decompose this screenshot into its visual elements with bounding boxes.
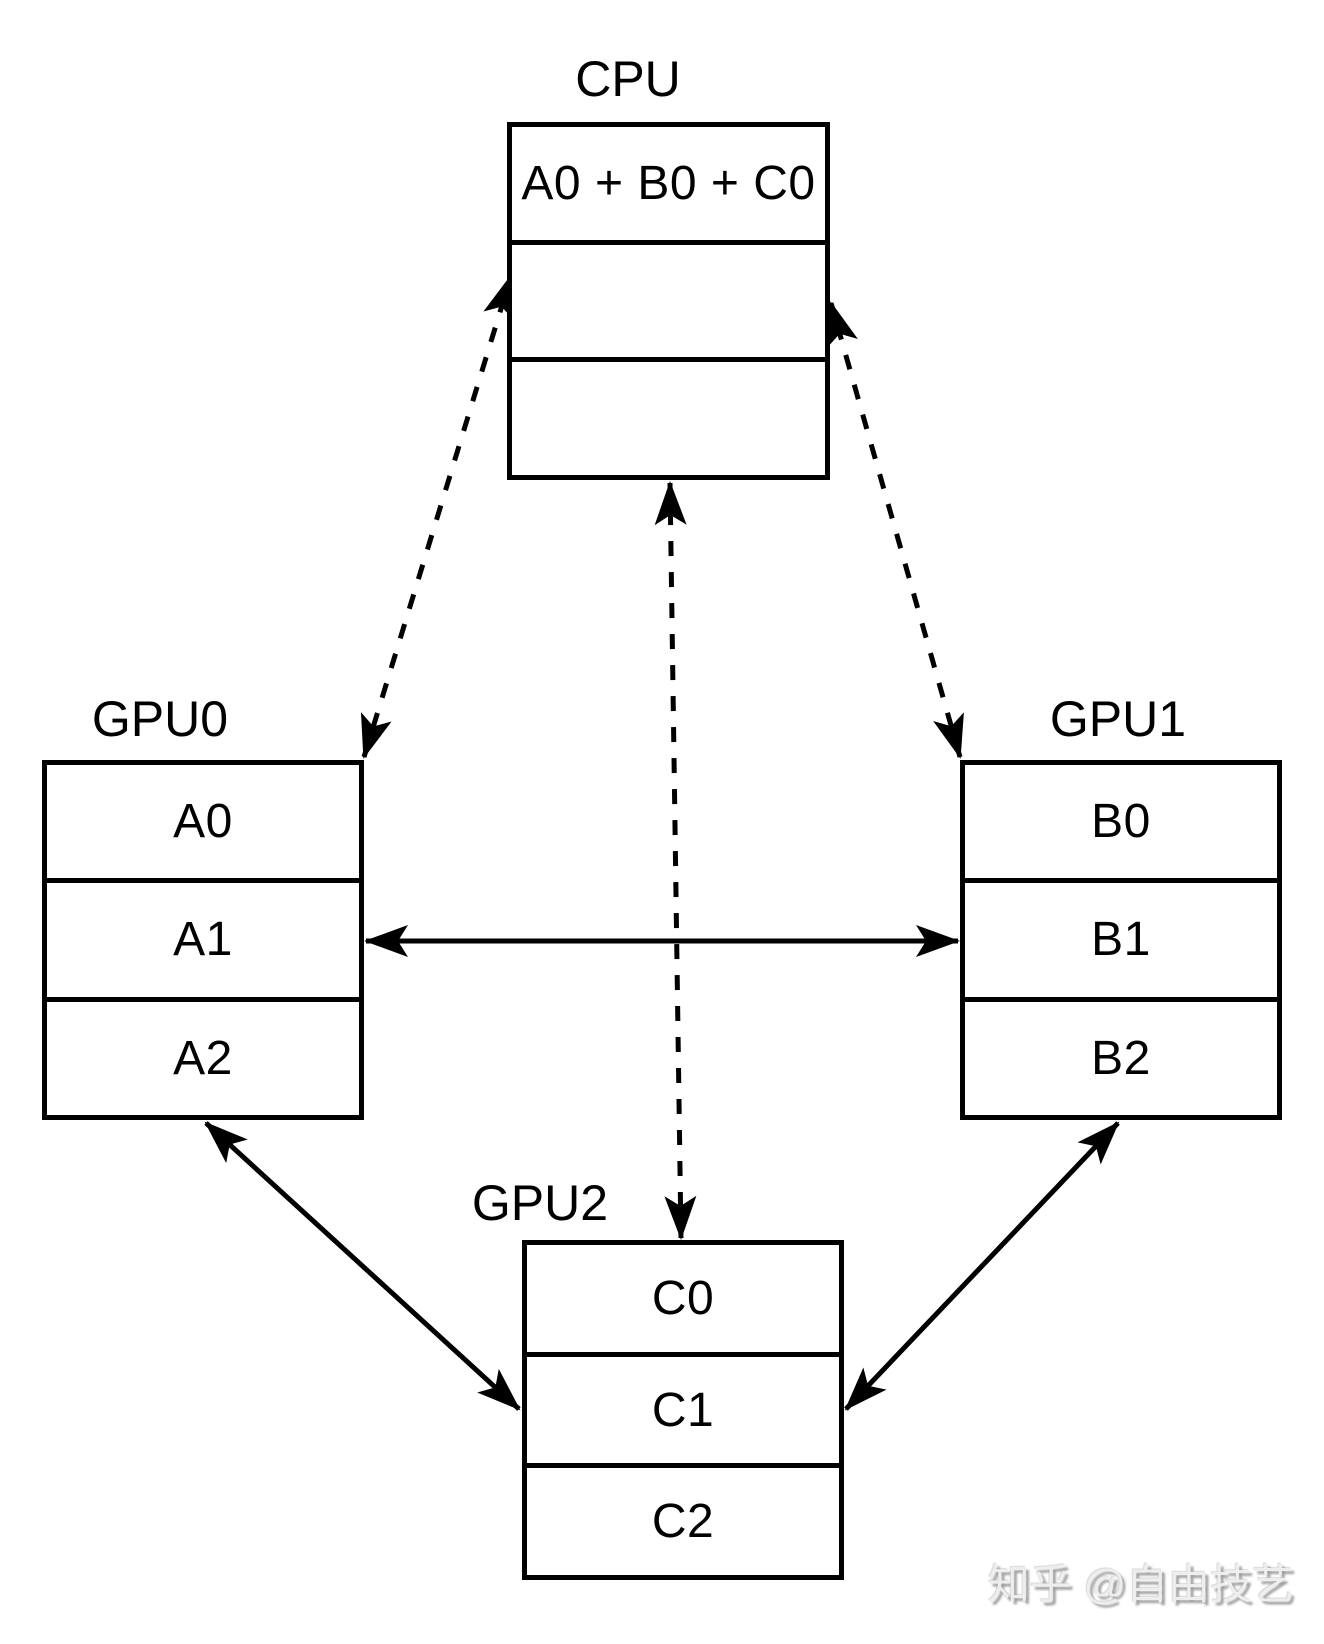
cpu-title: CPU — [575, 51, 681, 107]
gpu1-cell-b2: B2 — [965, 996, 1277, 1115]
edge-gpu1-gpu2-solid — [844, 1121, 1120, 1411]
gpu0-cell-a2: A2 — [47, 996, 359, 1115]
gpu2-memory-box: C0 C1 C2 — [522, 1240, 844, 1580]
gpu1-memory-box: B0 B1 B2 — [960, 760, 1282, 1120]
gpu0-memory-box: A0 A1 A2 — [42, 760, 364, 1120]
edge-gpu0-cpu-dashed — [360, 274, 515, 759]
gpu0-cell-a1: A1 — [47, 878, 359, 996]
cpu-memory-box: A0 + B0 + C0 — [507, 122, 830, 480]
gpu0-title: GPU0 — [91, 691, 229, 747]
watermark: 知乎 @自由技艺 — [987, 1561, 1294, 1608]
edge-gpu1-cpu-dashed — [827, 301, 964, 759]
edge-gpu2-cpu-dashed — [654, 481, 697, 1240]
gpu0-cell-a0: A0 — [173, 795, 233, 849]
cpu-cell-sum: A0 + B0 + C0 — [521, 156, 816, 210]
cpu-cell-empty-2 — [512, 357, 825, 475]
gpu1-cell-b1: B1 — [965, 878, 1277, 996]
gpu2-cell-c1: C1 — [527, 1351, 839, 1464]
gpu1-cell-b0: B0 — [1091, 795, 1151, 849]
gpu2-cell-c2: C2 — [527, 1463, 839, 1575]
gpu2-cell-c0: C0 — [651, 1271, 715, 1325]
gpu1-title: GPU1 — [1049, 691, 1187, 747]
edge-gpu0-gpu2-solid — [204, 1121, 521, 1411]
cpu-cell-empty-1 — [512, 239, 825, 358]
gpu2-title: GPU2 — [471, 1175, 609, 1231]
